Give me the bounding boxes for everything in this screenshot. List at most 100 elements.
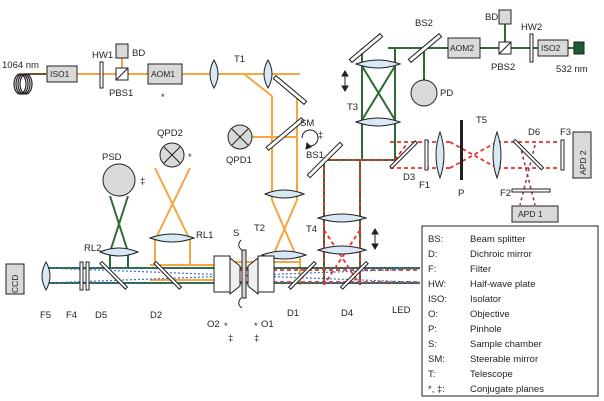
label-iso1: ISO1 <box>50 69 70 79</box>
apd1-detector <box>511 205 559 223</box>
label-d1: D1 <box>287 308 299 319</box>
label-p: P <box>458 188 464 199</box>
mirror-t1 <box>272 74 308 106</box>
f4-filter-2 <box>85 261 90 291</box>
legend-desc-2: Filter <box>470 264 491 275</box>
iso1-box <box>46 65 78 83</box>
aom1-box <box>147 63 183 85</box>
hw1-plate <box>99 61 104 89</box>
o2-objective <box>213 255 241 296</box>
legend-desc-4: Isolator <box>470 294 501 305</box>
label-iso2: ISO2 <box>541 43 561 53</box>
label-aom1: AOM1 <box>151 69 175 79</box>
rl1-lens <box>148 233 196 243</box>
label-qpd1: QPD1 <box>226 155 252 166</box>
pbs1-cube <box>115 67 129 81</box>
label-d3: D3 <box>403 172 415 183</box>
label-bd2: BD <box>485 12 498 23</box>
legend-desc-6: Pinhole <box>470 324 502 335</box>
legend-desc-5: Objective <box>470 309 510 320</box>
t5-lens-right <box>492 130 502 180</box>
legend-abbr-1: D: <box>428 249 438 260</box>
rl2-lens <box>98 247 140 257</box>
o1-objective <box>247 255 275 296</box>
label-apd1: APD 1 <box>518 209 543 219</box>
legend-desc-7: Sample chamber <box>470 339 542 350</box>
fiber-coil-icon <box>13 73 46 95</box>
label-hw2: HW2 <box>521 22 542 33</box>
label-aom1-star: * <box>161 92 165 103</box>
label-bs2: BS2 <box>415 18 433 29</box>
label-sm: SM <box>300 118 314 129</box>
qpd1-detector <box>227 124 253 150</box>
legend-desc-8: Steerable mirror <box>470 354 538 365</box>
t1-lens-left <box>209 58 219 90</box>
label-pbs1: PBS1 <box>109 88 133 99</box>
legend-abbr-4: ISO: <box>428 294 447 305</box>
legend-abbr-5: O: <box>428 309 438 320</box>
legend-abbr-3: HW: <box>428 279 446 290</box>
beam-dump-2 <box>498 9 512 25</box>
label-t1: T1 <box>234 54 245 65</box>
t5-lens-left <box>435 130 445 180</box>
label-d4: D4 <box>341 308 353 319</box>
f1-filter <box>424 139 429 171</box>
f3-filter <box>560 139 565 171</box>
label-psd-dagger: ‡ <box>140 176 145 187</box>
aom2-box <box>447 37 481 59</box>
label-bs1: BS1 <box>306 150 324 161</box>
label-t3: T3 <box>347 102 358 113</box>
label-sm-dagger: ‡ <box>318 130 323 141</box>
label-qpd2: QPD2 <box>157 128 183 139</box>
legend-box <box>421 225 599 397</box>
legend-abbr-2: F: <box>428 264 436 275</box>
laser-532-icon <box>573 41 585 55</box>
ccd-camera <box>5 263 25 295</box>
bs2-splitter <box>407 32 443 64</box>
t1-lens-right <box>263 58 273 90</box>
bs1-splitter <box>265 116 305 152</box>
label-psd: PSD <box>102 152 122 163</box>
label-t4: T4 <box>306 224 317 235</box>
label-d6: D6 <box>528 127 540 138</box>
sm-steerable-mirror <box>306 141 344 179</box>
d4-dichroic <box>339 260 369 290</box>
d2-dichroic <box>153 260 183 290</box>
label-f4: F4 <box>66 310 77 321</box>
legend-abbr-9: T: <box>428 369 435 380</box>
label-o1: O1 <box>261 319 274 330</box>
label-aom2: AOM2 <box>450 43 474 53</box>
apd2-detector <box>572 131 592 179</box>
d1-dichroic <box>287 260 317 290</box>
label-d5: D5 <box>95 310 107 321</box>
apd-beam-path <box>519 144 536 206</box>
legend-desc-0: Beam splitter <box>470 234 525 245</box>
label-f3: F3 <box>560 127 571 138</box>
label-ccd: CCD <box>10 275 20 293</box>
label-s: S <box>233 228 239 239</box>
sample-chamber <box>238 239 247 309</box>
label-t5: T5 <box>476 115 487 126</box>
legend-desc-9: Telescope <box>470 369 513 380</box>
label-o2-dagger: ‡ <box>228 333 233 344</box>
t3-adjust-arrow-icon <box>341 70 349 92</box>
legend-abbr-10: *, ‡: <box>428 384 445 395</box>
label-led: LED <box>392 305 411 316</box>
legend-desc-3: Half-wave plate <box>470 279 535 290</box>
f5-lens <box>41 260 51 292</box>
d6-dichroic <box>512 138 545 171</box>
label-d2: D2 <box>150 310 162 321</box>
label-f5: F5 <box>40 310 51 321</box>
label-1064nm: 1064 nm <box>2 60 39 71</box>
t4-lens-top <box>316 213 368 223</box>
legend-abbr-0: BS: <box>428 234 443 245</box>
hw2-plate <box>529 33 534 63</box>
legend-abbr-8: SM: <box>428 354 445 365</box>
d3-dichroic <box>389 140 419 170</box>
t3-lens-top <box>354 59 402 69</box>
label-o1-star: * <box>254 321 258 332</box>
label-o2-star: * <box>224 321 228 332</box>
pbs2-cube <box>498 41 512 55</box>
legend-entries: BS: Beam splitter D: Dichroic mirror F: … <box>428 234 544 395</box>
label-t2: T2 <box>254 223 265 234</box>
